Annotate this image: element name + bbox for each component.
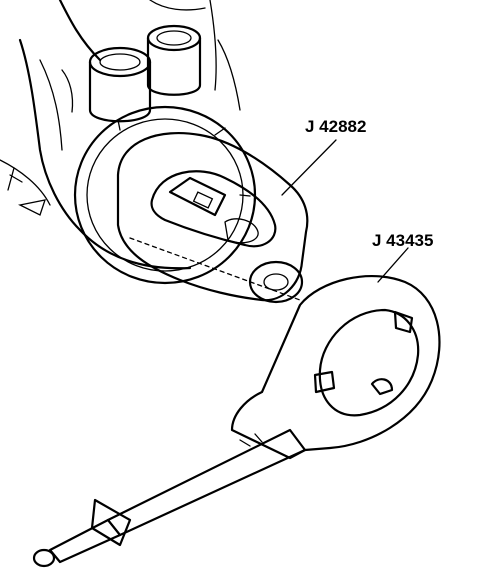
pipe-stubs [88, 24, 202, 123]
tool-j43435 [32, 275, 441, 568]
label-j42882: J 42882 [305, 117, 366, 136]
tool-j42882 [116, 131, 309, 304]
leader-j42882 [281, 139, 337, 196]
mounting-flange [73, 105, 257, 285]
alignment-line [129, 237, 301, 301]
label-j43435: J 43435 [372, 231, 433, 250]
leader-j43435 [377, 247, 409, 283]
engine-housing [0, 0, 241, 270]
